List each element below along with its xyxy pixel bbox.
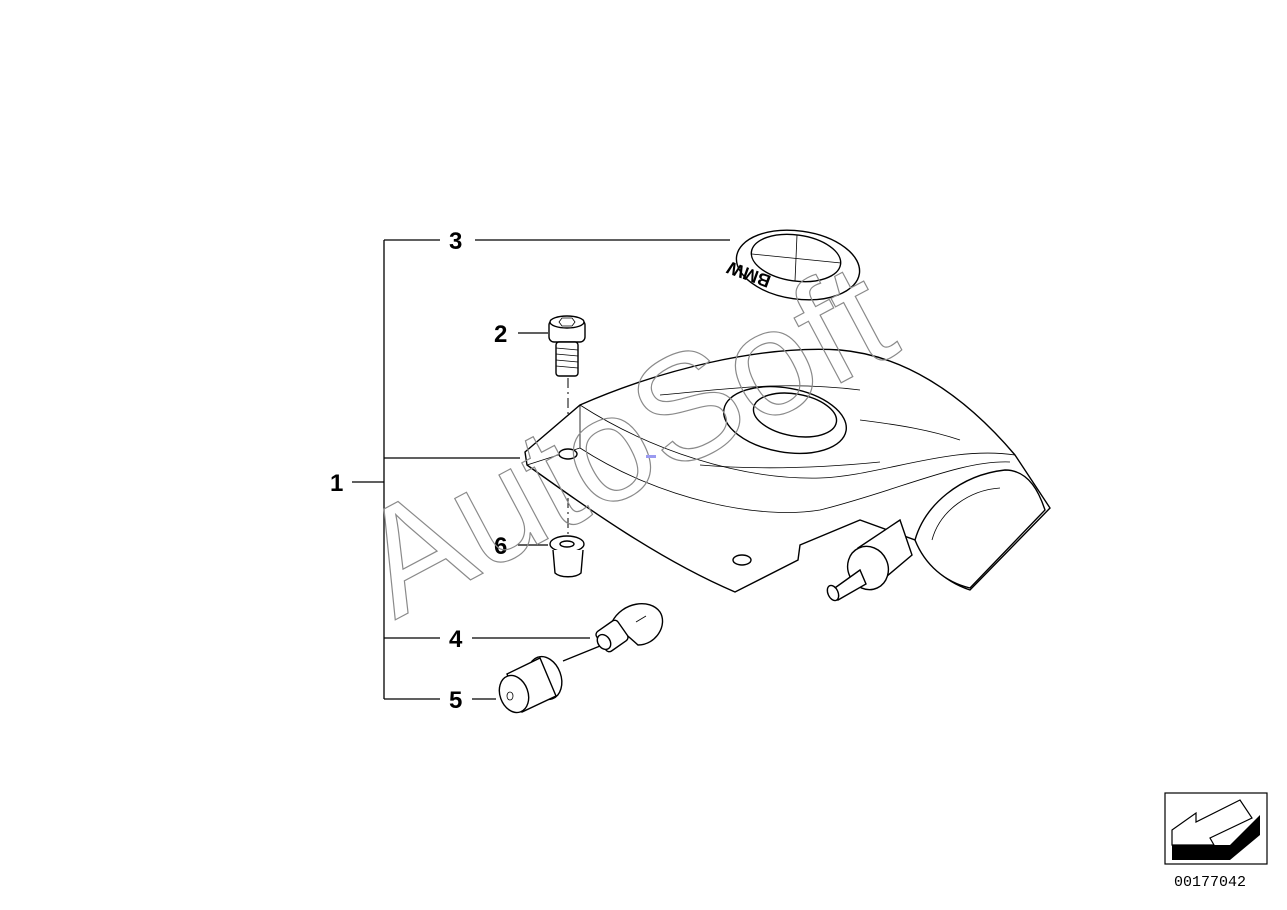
arrow-down-left-icon (1164, 792, 1268, 865)
grommet-part (549, 535, 585, 578)
callout-1: 1 (330, 470, 343, 497)
emblem-badge: BMW (724, 229, 861, 301)
callout-6: 6 (494, 533, 507, 560)
callout-3: 3 (449, 228, 462, 255)
callout-2: 2 (494, 321, 507, 348)
diagram-number: 00177042 (1174, 874, 1246, 891)
marker-dash (646, 455, 656, 458)
callout-4: 4 (449, 626, 463, 653)
bulb-part (595, 603, 664, 653)
license-plate-light-housing (524, 348, 1051, 602)
callout-5: 5 (449, 687, 462, 714)
screw-part (548, 315, 586, 377)
bulb-socket-part (498, 655, 563, 714)
